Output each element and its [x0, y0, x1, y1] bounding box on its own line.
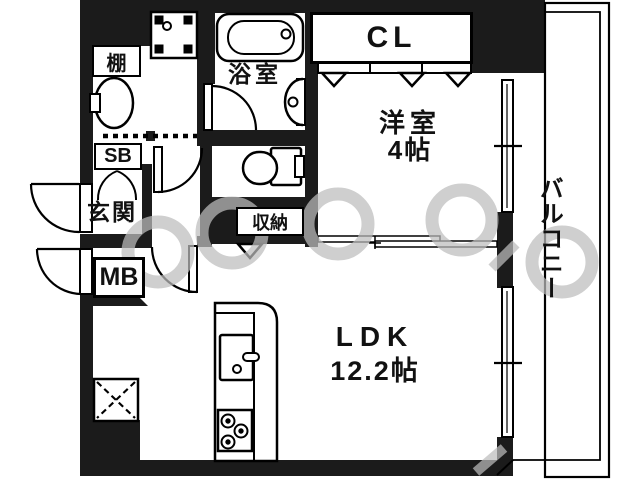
shelf-label: 棚: [92, 45, 141, 77]
wall-bottom: [80, 460, 513, 476]
ldk-name: LDK: [335, 321, 415, 352]
washing-machine-pan-icon: [149, 10, 199, 60]
toilet-icon: [241, 146, 305, 187]
wall-bathdoor-strip: [197, 83, 204, 131]
mb-door-swing-icon: [35, 247, 93, 296]
bathtub-icon: [215, 12, 305, 63]
corridor-door-swing-icon: [153, 146, 204, 194]
wall-topright-block: [467, 0, 545, 73]
western-room-name: 洋室: [378, 108, 441, 138]
window-icon: [494, 79, 522, 438]
wall-bath-bottom: [197, 130, 318, 146]
balcony-label: バルコニー: [535, 176, 563, 301]
western-room-size: 4帖: [387, 135, 433, 166]
wall-entrance-stub: [142, 164, 152, 236]
wall-left-upper: [80, 0, 93, 184]
cl-folding-door-icon: [317, 62, 473, 88]
wall-left-mid: [80, 234, 93, 249]
entrance-label: 玄関: [87, 199, 137, 225]
bath-door-swing-icon: [203, 83, 258, 131]
entrance-door-swing-icon: [29, 182, 93, 234]
storage-label: 収納: [236, 207, 304, 236]
wall-dash-junction: [146, 131, 155, 141]
wall-below-fridge: [93, 420, 140, 462]
refrigerator-space-icon: [92, 377, 140, 423]
meter-box-label: MB: [93, 257, 145, 298]
stove-icon: [216, 408, 254, 453]
watermark: [121, 183, 599, 476]
ldk-label: LDK 12.2帖: [305, 322, 445, 386]
wall-washroom-bath: [197, 0, 215, 84]
bath-label: 浴室: [228, 61, 282, 87]
fixtures: [29, 1, 611, 479]
wall-left-lower: [80, 292, 93, 470]
corner-basin-icon: [283, 77, 306, 127]
washbasin-icon: [89, 76, 135, 130]
cl-label: CL: [310, 12, 473, 64]
shoe-box-label: SB: [94, 143, 142, 170]
western-room-label: 洋室 4帖: [360, 108, 460, 166]
ldk-size: 12.2帖: [330, 356, 420, 387]
shoebox-door-icon: [96, 170, 138, 201]
sink-icon: [218, 333, 260, 382]
